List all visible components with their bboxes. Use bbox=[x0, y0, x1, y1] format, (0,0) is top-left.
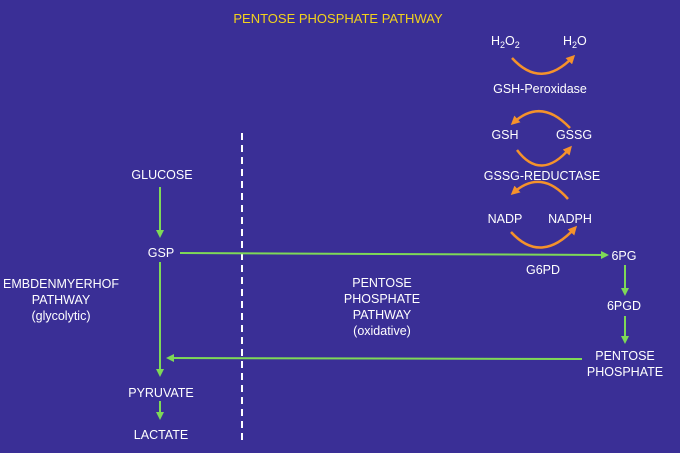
label-ppp-line3: PATHWAY bbox=[353, 308, 412, 322]
label-ppp-line2: PHOSPHATE bbox=[344, 292, 420, 306]
node-gsp: GSP bbox=[148, 246, 174, 260]
node-h2o: H2O bbox=[563, 34, 587, 50]
node-glucose: GLUCOSE bbox=[131, 168, 192, 182]
h2o2-sub2: 2 bbox=[515, 40, 520, 50]
h2o-sub: 2 bbox=[572, 40, 577, 50]
node-6pgd: 6PGD bbox=[607, 299, 641, 313]
label-gssg-reductase: GSSG-REDUCTASE bbox=[484, 169, 600, 183]
arc-gsh-to-gssg-bottom bbox=[516, 145, 572, 167]
node-lactate: LACTATE bbox=[134, 428, 188, 442]
node-pentose-line1: PENTOSE bbox=[595, 349, 655, 363]
label-gsh-peroxidase: GSH-Peroxidase bbox=[493, 82, 587, 96]
label-embden-line2: PATHWAY bbox=[32, 293, 91, 307]
label-ppp-line1: PENTOSE bbox=[352, 276, 412, 290]
node-h2o2: H2O2 bbox=[491, 34, 520, 50]
node-gsh: GSH bbox=[491, 128, 518, 142]
h2o2-sub1: 2 bbox=[500, 40, 505, 50]
h2o-o: O bbox=[577, 34, 587, 48]
node-pentose-line2: PHOSPHATE bbox=[587, 365, 663, 379]
h2o-h: H bbox=[563, 34, 572, 48]
arc-nadp-to-nadph bbox=[510, 225, 578, 249]
node-6pg: 6PG bbox=[611, 249, 636, 263]
node-nadp: NADP bbox=[488, 212, 523, 226]
h2o2-h: H bbox=[491, 34, 500, 48]
arc-nadph-to-nadp bbox=[510, 180, 569, 200]
node-pyruvate: PYRUVATE bbox=[128, 386, 194, 400]
label-embden-line1: EMBDENMYERHOF bbox=[3, 277, 119, 291]
arrow-pentose-to-pyruvate bbox=[166, 354, 583, 363]
diagram-title: PENTOSE PHOSPHATE PATHWAY bbox=[233, 11, 443, 26]
node-nadph: NADPH bbox=[548, 212, 592, 226]
label-ppp-line4: (oxidative) bbox=[353, 324, 411, 338]
arc-gssg-to-gsh-top bbox=[510, 109, 571, 129]
arrow-gsp-to-6pg bbox=[179, 250, 609, 259]
label-g6pd: G6PD bbox=[526, 263, 560, 277]
label-embden-line3: (glycolytic) bbox=[31, 309, 90, 323]
h2o2-o: O bbox=[505, 34, 515, 48]
arc-h2o2-to-h2o bbox=[511, 54, 576, 75]
node-gssg: GSSG bbox=[556, 128, 592, 142]
